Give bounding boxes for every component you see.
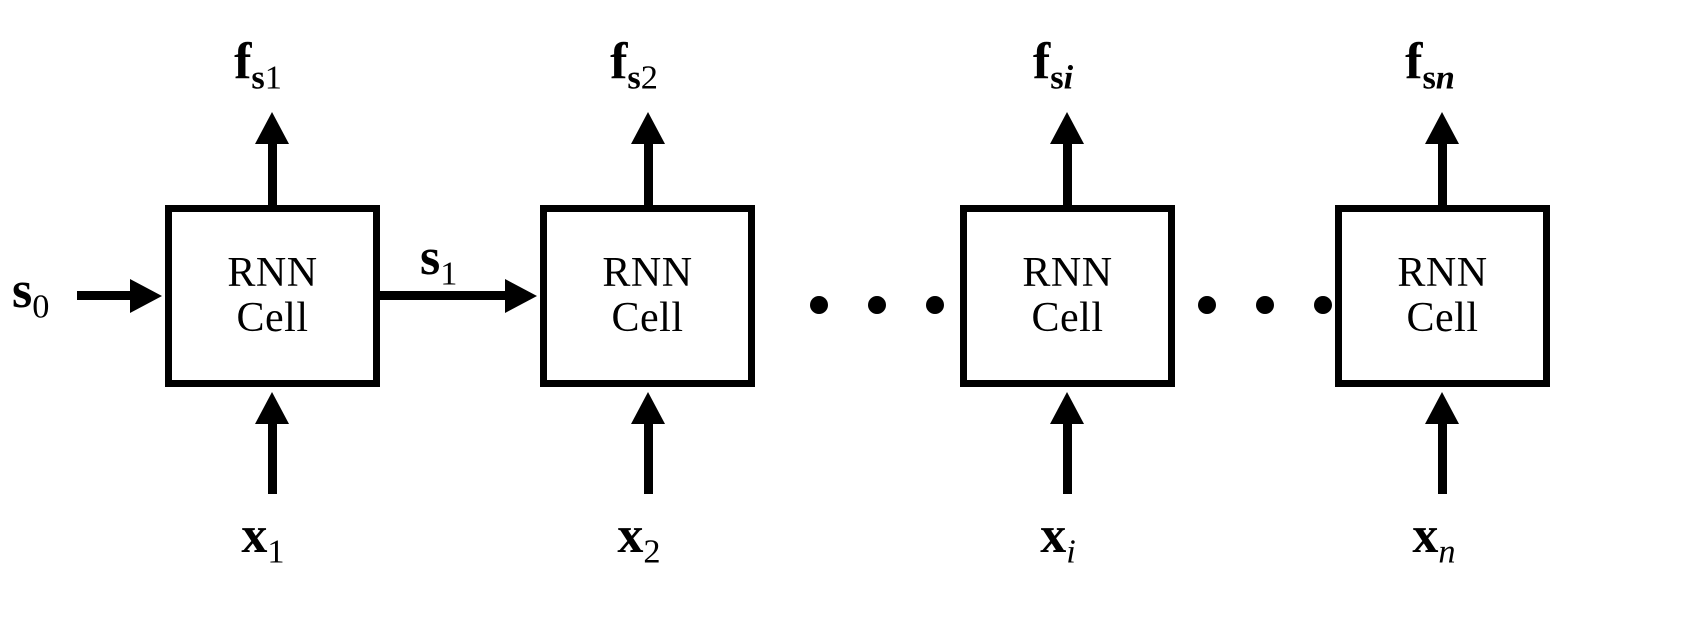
output-arrow-shaft-4: [1438, 132, 1447, 208]
input-label-1: x1: [241, 510, 284, 569]
rnn-cell-box-1: RNN Cell: [165, 205, 380, 387]
input-label-3: xi: [1040, 510, 1076, 569]
rnn-cell-label-line1: RNN: [1022, 249, 1113, 296]
input-label-1-base: x: [241, 507, 268, 564]
output-label-2-sub-s: s: [627, 58, 641, 97]
input-label-2-sub: 2: [643, 532, 661, 571]
input-arrow-shaft-4: [1438, 416, 1447, 494]
output-label-3: fsi: [1033, 36, 1073, 95]
output-label-4-sub-s: s: [1422, 58, 1436, 97]
state-label-s1-sub: 1: [440, 254, 458, 293]
rnn-cell-label-line1: RNN: [1397, 249, 1488, 296]
output-arrow-head-3: [1050, 112, 1084, 144]
input-label-3-base: x: [1040, 507, 1067, 564]
input-arrow-head-4: [1425, 392, 1459, 424]
ellipsis-dot: [1314, 296, 1332, 314]
output-arrow-shaft-1: [268, 132, 277, 208]
output-label-1-sub-s: s: [251, 58, 265, 97]
input-label-1-sub: 1: [267, 532, 285, 571]
output-label-3-sub-s: s: [1050, 58, 1064, 97]
rnn-cell-label-line2: Cell: [1031, 295, 1104, 341]
ellipsis-dot: [810, 296, 828, 314]
output-label-2-sub-index: 2: [640, 58, 658, 97]
state-s1-arrow-head: [505, 279, 537, 313]
state-s0-arrow-head: [130, 279, 162, 313]
state-label-s0-sub: 0: [32, 287, 50, 326]
output-label-2: fs2: [610, 36, 658, 95]
input-arrow-head-1: [255, 392, 289, 424]
output-arrow-shaft-2: [644, 132, 653, 208]
input-arrow-head-3: [1050, 392, 1084, 424]
input-label-4-base: x: [1412, 507, 1439, 564]
state-label-s1: s1: [420, 232, 457, 291]
rnn-cell-box-3: RNN Cell: [960, 205, 1175, 387]
output-arrow-shaft-3: [1063, 132, 1072, 208]
output-label-3-sub-index: i: [1063, 58, 1074, 97]
output-label-1: fs1: [234, 36, 282, 95]
input-label-4-sub: n: [1438, 532, 1456, 571]
ellipsis-2: [1198, 296, 1332, 314]
state-label-s1-base: s: [420, 229, 441, 286]
rnn-cell-label-line2: Cell: [611, 295, 684, 341]
input-arrow-head-2: [631, 392, 665, 424]
state-label-s0: s0: [12, 265, 49, 324]
input-arrow-shaft-1: [268, 416, 277, 494]
ellipsis-1: [810, 296, 944, 314]
state-s1-arrow-shaft: [380, 291, 513, 300]
ellipsis-dot: [1198, 296, 1216, 314]
state-s0-arrow-shaft: [77, 291, 139, 300]
ellipsis-dot: [868, 296, 886, 314]
output-arrow-head-1: [255, 112, 289, 144]
rnn-cell-box-4: RNN Cell: [1335, 205, 1550, 387]
input-label-2: x2: [617, 510, 660, 569]
ellipsis-dot: [1256, 296, 1274, 314]
output-label-4-base: f: [1405, 33, 1423, 90]
ellipsis-dot: [926, 296, 944, 314]
rnn-cell-label-line1: RNN: [602, 249, 693, 296]
output-label-1-sub-index: 1: [264, 58, 282, 97]
rnn-cell-label-line2: Cell: [1406, 295, 1479, 341]
input-label-4: xn: [1412, 510, 1455, 569]
output-arrow-head-2: [631, 112, 665, 144]
input-label-2-base: x: [617, 507, 644, 564]
rnn-cell-label-line2: Cell: [236, 295, 309, 341]
output-label-3-base: f: [1032, 33, 1051, 90]
rnn-cell-box-2: RNN Cell: [540, 205, 755, 387]
state-label-s0-base: s: [12, 262, 33, 319]
output-label-4-sub-index: n: [1435, 58, 1455, 97]
input-arrow-shaft-2: [644, 416, 653, 494]
output-label-4: fsn: [1405, 36, 1455, 95]
rnn-cell-label-line1: RNN: [227, 249, 318, 296]
output-label-1-base: f: [234, 33, 252, 90]
input-arrow-shaft-3: [1063, 416, 1072, 494]
output-arrow-head-4: [1425, 112, 1459, 144]
output-label-2-base: f: [610, 33, 628, 90]
input-label-3-sub: i: [1066, 532, 1076, 571]
